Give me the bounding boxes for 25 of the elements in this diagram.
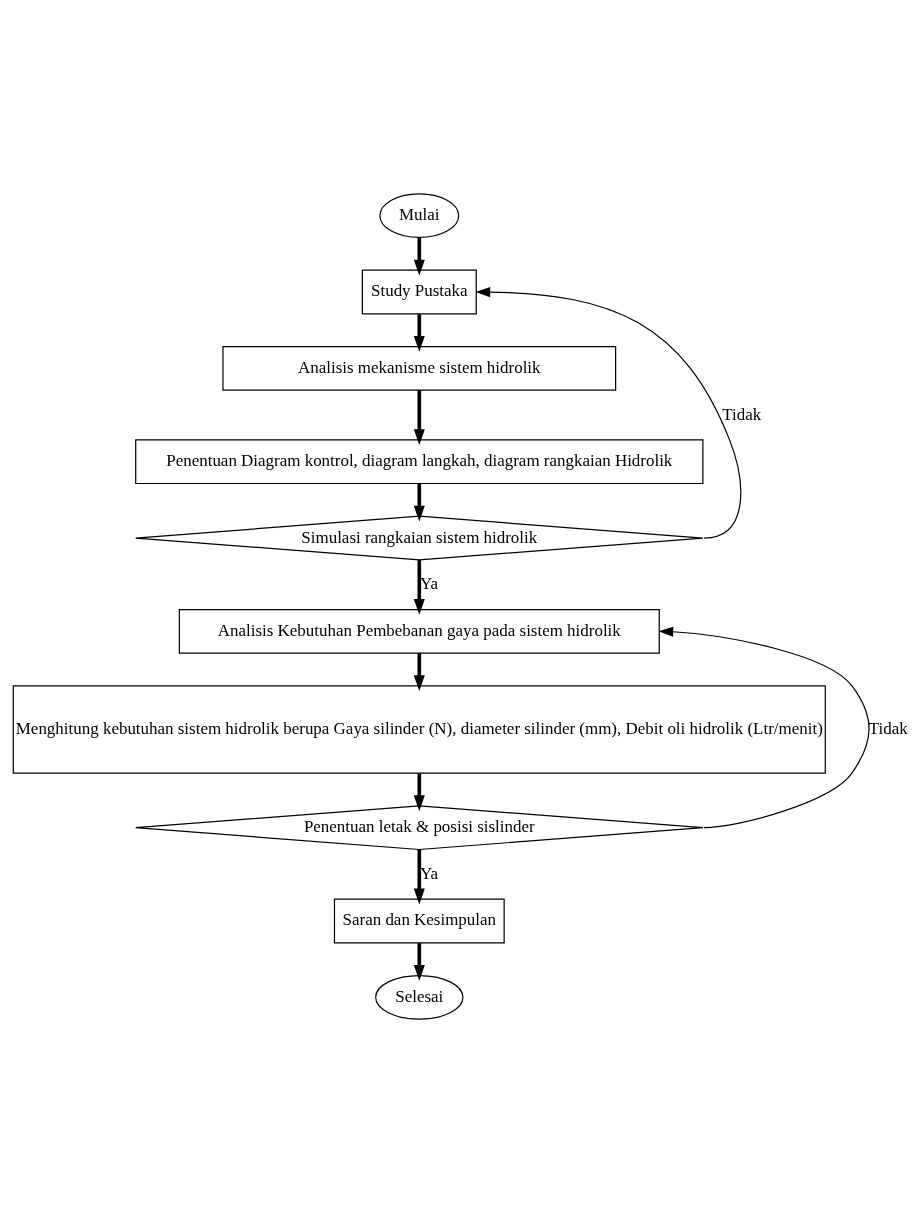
node-box: Analisis mekanisme sistem hidrolik xyxy=(222,345,617,391)
arrow xyxy=(413,559,425,615)
node-box: Penentuan Diagram kontrol, diagram langkah, diagram rangkaian Hidrolik xyxy=(135,439,704,485)
arrow xyxy=(413,773,425,812)
node-diamond: Simulasi rangkaian sistem hidrolik xyxy=(135,515,704,561)
arrow xyxy=(475,287,742,539)
node-box: Study Pustaka xyxy=(361,269,477,315)
edge-label: Ya xyxy=(419,574,439,594)
edge-label: Ya xyxy=(419,863,439,883)
node-box: Saran dan Kesimpulan xyxy=(333,898,505,944)
edge-label: Tidak xyxy=(722,404,762,424)
edge-label: Tidak xyxy=(868,718,908,738)
arrow xyxy=(413,943,425,981)
node-ellipse: Mulai xyxy=(379,193,460,239)
arrow xyxy=(413,849,425,905)
arrow xyxy=(658,626,870,829)
arrow xyxy=(413,653,425,692)
arrow xyxy=(413,314,425,352)
arrow xyxy=(413,237,425,276)
node-diamond: Penentuan letak & posisi sislinder xyxy=(135,805,704,851)
node-box: Analisis Kebutuhan Pembebanan gaya pada sistem hidrolik xyxy=(178,608,660,654)
node-ellipse: Selesai xyxy=(375,974,464,1020)
arrow xyxy=(413,483,425,522)
node-box: Menghitung kebutuhan sistem hidrolik berupa Gaya silinder (N), diameter silinder (mm), Debit oli hidrolik (Ltr/menit) xyxy=(12,685,826,774)
arrow xyxy=(413,390,425,446)
